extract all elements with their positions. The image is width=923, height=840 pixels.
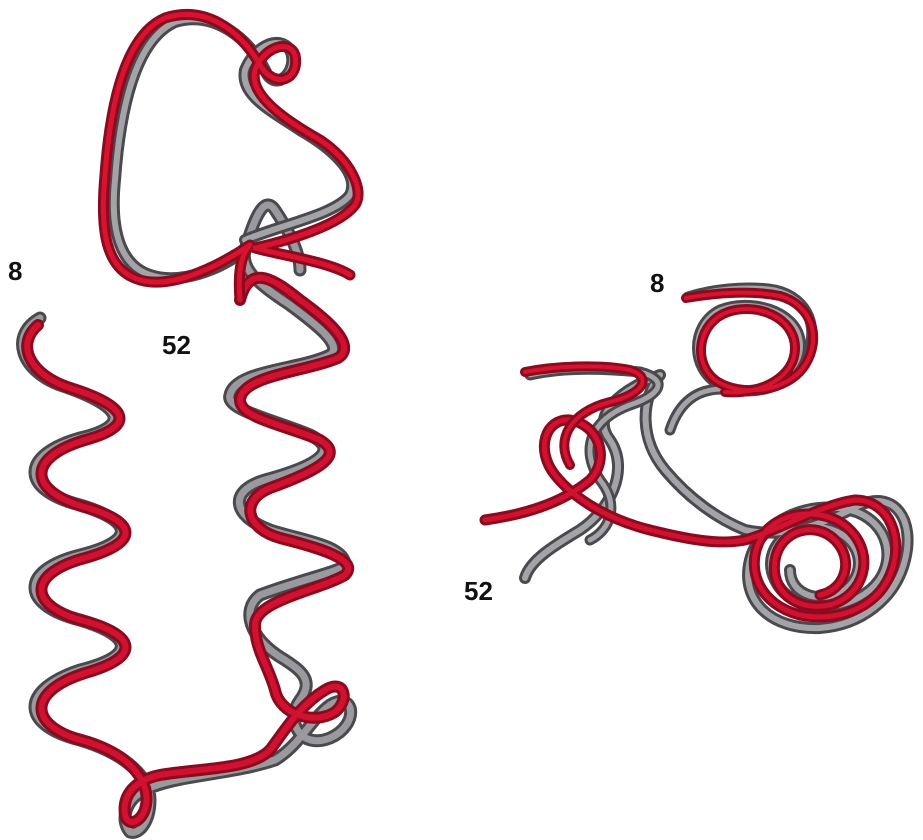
top-view-start-label: 8 [650,270,664,296]
top-view-end-label: 52 [464,578,493,604]
side-view-start-label: 8 [8,258,22,284]
side-view-end-label: 52 [162,332,191,358]
